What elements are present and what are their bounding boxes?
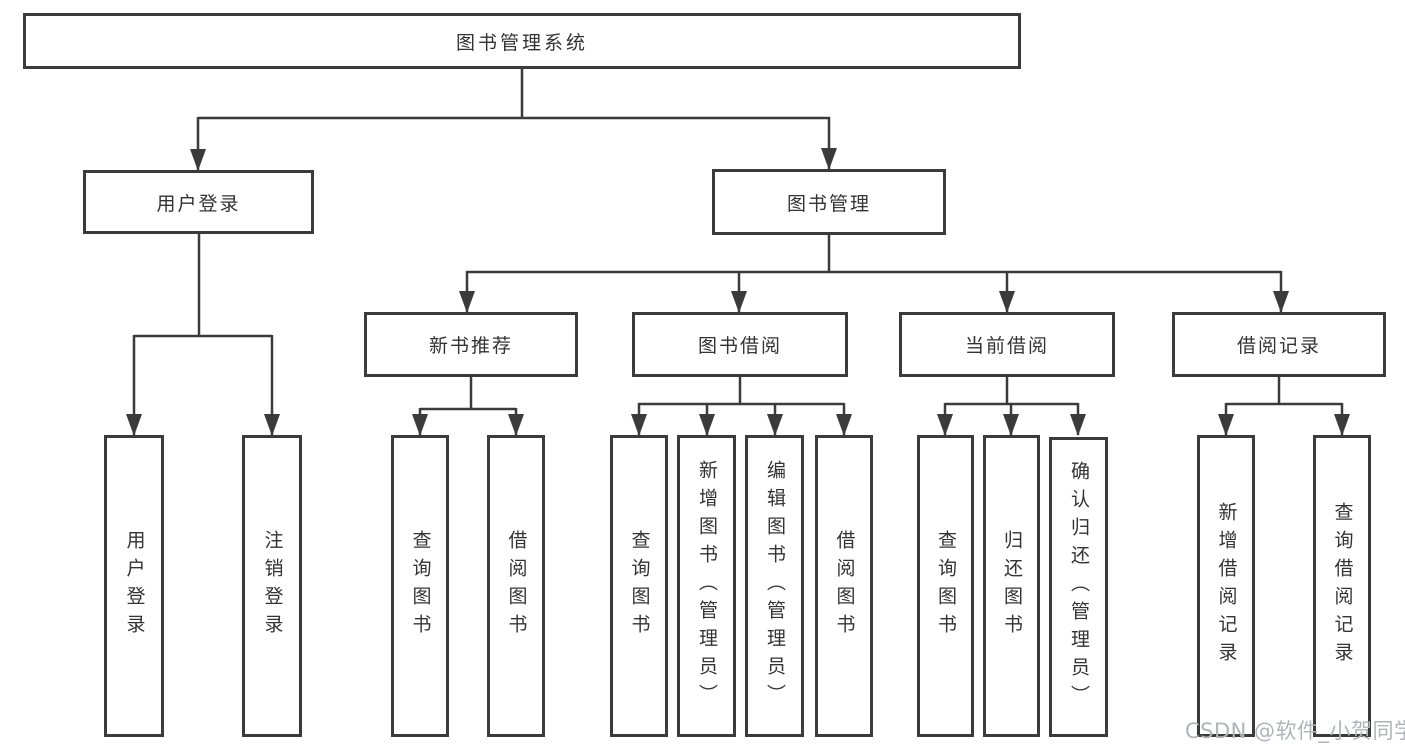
- leaf-user-login-label: 用户登录: [123, 530, 146, 642]
- leaf-query-record: 查询借阅记录: [1313, 435, 1371, 737]
- csdn-watermark: CSDN @软件_小贺同学: [1185, 719, 1405, 743]
- leaf-query-record-label: 查询借阅记录: [1331, 502, 1354, 670]
- leaf-logout: 注销登录: [242, 435, 302, 737]
- node-user-login: 用户登录: [83, 170, 314, 234]
- leaf-logout-label: 注销登录: [261, 530, 284, 642]
- connector-book-mgmt-children: [459, 234, 1289, 313]
- leaf-borrow-book-b-label: 借阅图书: [833, 530, 856, 642]
- leaf-edit-book-label: 编辑图书（管理员）: [764, 460, 786, 712]
- leaf-query-book-c: 查询图书: [917, 435, 974, 737]
- leaf-query-book-b-label: 查询图书: [628, 530, 651, 642]
- leaf-return-book-label: 归还图书: [1001, 530, 1023, 642]
- connector-book-borrow-children: [631, 376, 852, 436]
- leaf-query-book-a: 查询图书: [391, 435, 449, 737]
- node-book-borrow: 图书借阅: [632, 312, 848, 377]
- leaf-borrow-book-a-label: 借阅图书: [505, 530, 528, 642]
- node-user-login-label: 用户登录: [156, 192, 241, 215]
- leaf-edit-book: 编辑图书（管理员）: [745, 435, 804, 737]
- connector-borrow-record-children: [1218, 376, 1350, 436]
- connector-new-book-rec-children: [412, 376, 524, 436]
- leaf-confirm-return-label: 确认归还（管理员）: [1068, 461, 1090, 713]
- connector-current-borrow-children: [937, 376, 1086, 436]
- leaf-query-book-b: 查询图书: [610, 435, 668, 737]
- connector-root-to-level2: [190, 69, 837, 171]
- leaf-query-book-c-label: 查询图书: [935, 530, 957, 642]
- leaf-add-book-label: 新增图书（管理员）: [696, 460, 718, 712]
- leaf-add-book: 新增图书（管理员）: [677, 435, 736, 737]
- leaf-borrow-book-b: 借阅图书: [815, 435, 873, 737]
- node-new-book-rec-label: 新书推荐: [428, 335, 513, 357]
- leaf-query-book-a-label: 查询图书: [409, 530, 432, 642]
- leaf-add-record-label: 新增借阅记录: [1215, 502, 1238, 670]
- node-root-label: 图书管理系统: [455, 31, 588, 54]
- node-current-borrow: 当前借阅: [899, 312, 1115, 377]
- connector-user-login-children: [126, 233, 280, 436]
- node-current-borrow-label: 当前借阅: [964, 335, 1049, 357]
- node-book-mgmt: 图书管理: [712, 169, 946, 235]
- leaf-borrow-book-a: 借阅图书: [487, 435, 545, 737]
- leaf-add-record: 新增借阅记录: [1197, 435, 1255, 737]
- node-root: 图书管理系统: [23, 13, 1021, 69]
- leaf-user-login: 用户登录: [104, 435, 164, 737]
- node-book-mgmt-label: 图书管理: [786, 192, 871, 215]
- leaf-confirm-return: 确认归还（管理员）: [1049, 437, 1108, 737]
- node-borrow-record-label: 借阅记录: [1236, 335, 1321, 357]
- node-book-borrow-label: 图书借阅: [697, 335, 782, 357]
- node-borrow-record: 借阅记录: [1172, 312, 1386, 377]
- node-new-book-rec: 新书推荐: [364, 312, 578, 377]
- leaf-return-book: 归还图书: [983, 435, 1040, 737]
